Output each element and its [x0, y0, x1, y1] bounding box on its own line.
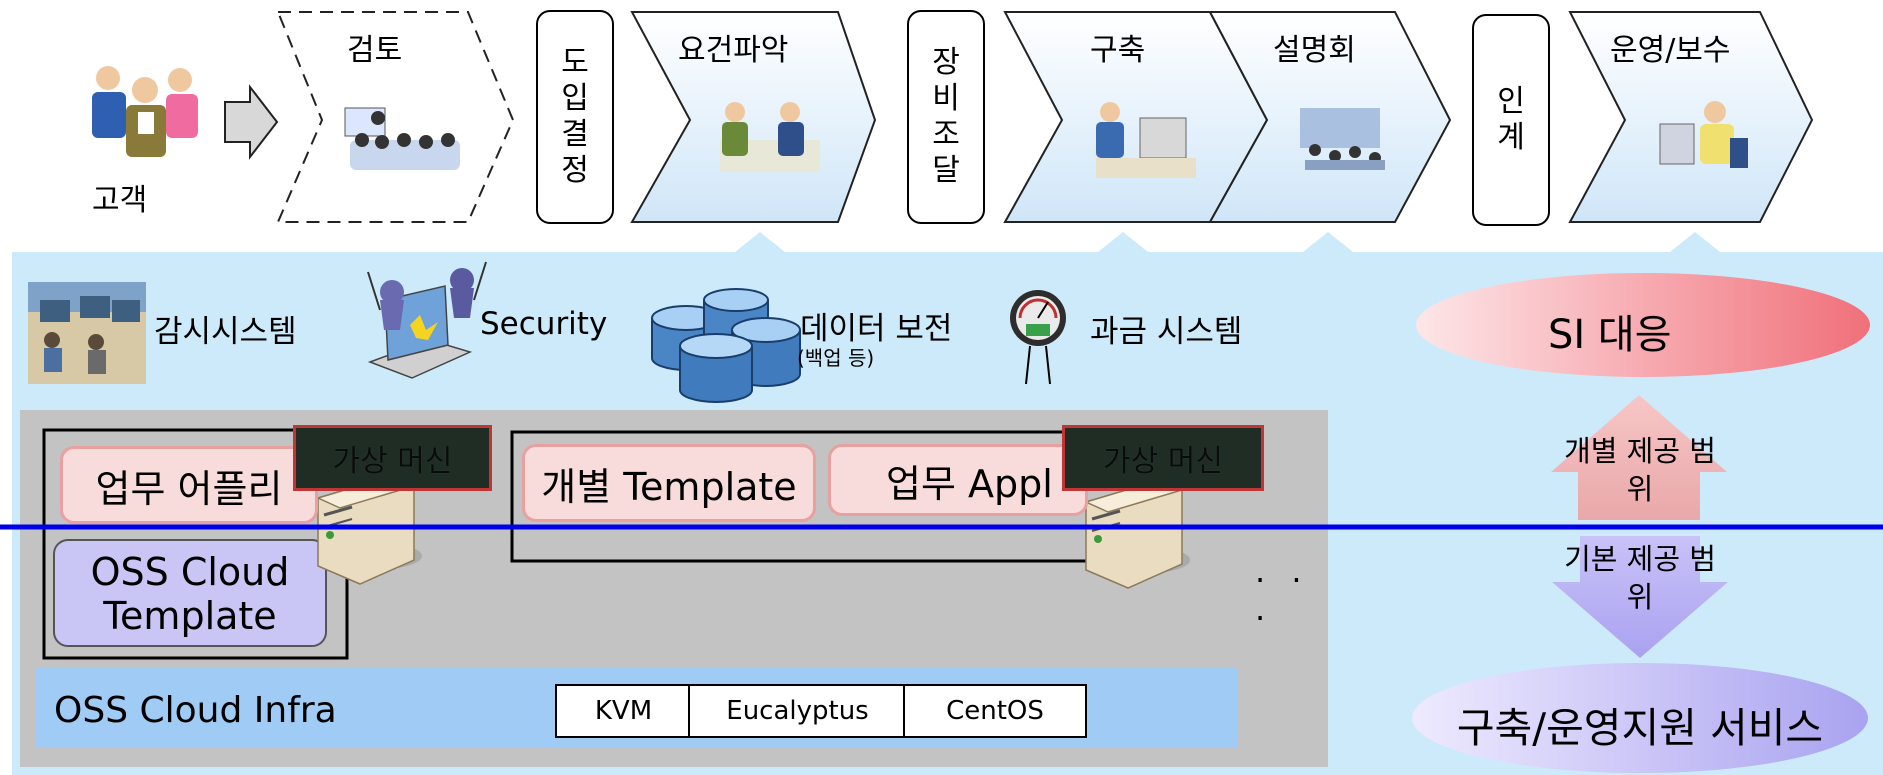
customer-group-icon — [92, 66, 198, 157]
basic-scope-label: 기본 제공 범위 — [1564, 542, 1716, 614]
business-appl-box: 업무 Appl — [828, 444, 1088, 516]
tech-kvm: KVM — [555, 684, 692, 738]
tech-eucalyptus-label: Eucalyptus — [726, 696, 869, 726]
individual-template-box: 개별 Template — [522, 444, 816, 522]
decision-label: 도입결정 — [561, 45, 589, 188]
operation-illustration — [1659, 101, 1748, 168]
requirements-label: 요건파악 — [678, 33, 789, 68]
handover-box: 인계 — [1472, 14, 1550, 226]
procurement-box: 장비조달 — [907, 10, 985, 224]
business-app-label: 업무 어플리 — [95, 466, 283, 511]
vm-label-2: 가상 머신 — [1103, 444, 1223, 479]
build-label: 구축 — [1090, 33, 1146, 68]
infra-label: OSS Cloud Infra — [54, 690, 337, 731]
database-icon — [651, 288, 801, 403]
tech-kvm-label: KVM — [594, 696, 653, 726]
panel-tab-build — [1098, 232, 1148, 252]
panel-tab-operation — [1670, 232, 1720, 252]
operation-label: 운영/보수 — [1610, 33, 1731, 68]
tech-centos-label: CentOS — [946, 696, 1044, 726]
individual-scope-label: 개별 제공 범위 — [1564, 434, 1716, 506]
individual-template-label: 개별 Template — [541, 464, 797, 509]
security-icon — [367, 261, 487, 379]
basic-scope-arrow — [1552, 536, 1728, 658]
panel-tab-requirements — [735, 232, 785, 252]
requirements-illustration — [720, 102, 820, 172]
billing-label: 과금 시스템 — [1090, 314, 1243, 350]
review-label: 검토 — [347, 33, 403, 68]
support-service-label: 구축/운영지원 서비스 — [1456, 704, 1824, 752]
oss-template-label: OSS Cloud Template — [90, 550, 290, 638]
vm-label-1: 가상 머신 — [332, 444, 453, 479]
decision-box: 도입결정 — [536, 10, 614, 224]
briefing-illustration — [1300, 108, 1385, 170]
vm-label-box-2: 가상 머신 — [1062, 425, 1264, 491]
business-appl-label: 업무 Appl — [886, 461, 1053, 506]
handover-label: 인계 — [1497, 84, 1525, 155]
security-label: Security — [480, 306, 608, 342]
monitoring-room-icon — [28, 282, 146, 384]
customer-label: 고객 — [92, 183, 148, 218]
oss-template-box — [53, 539, 327, 647]
si-label: SI 대응 — [1548, 312, 1672, 358]
more-vms-ellipsis: . . . — [1255, 552, 1310, 628]
meeting-illustration — [344, 107, 460, 170]
billing-icon — [1010, 290, 1066, 385]
panel-tab-briefing — [1303, 232, 1353, 252]
business-app-box: 업무 어플리 — [60, 446, 318, 524]
tech-eucalyptus: Eucalyptus — [688, 684, 907, 738]
support-ellipse — [1412, 663, 1868, 773]
build-illustration — [1096, 102, 1196, 178]
data-backup-note: (백업 등) — [797, 346, 875, 370]
briefing-label: 설명회 — [1273, 33, 1356, 68]
monitoring-label: 감시시스템 — [154, 314, 297, 350]
individual-scope-arrow — [1551, 395, 1727, 520]
chevron-operation — [1568, 11, 1814, 223]
si-ellipse — [1416, 273, 1870, 377]
customer-arrow — [224, 84, 279, 160]
procurement-label: 장비조달 — [932, 45, 960, 188]
tech-centos: CentOS — [903, 684, 1087, 738]
data-backup-label: 데이터 보전 — [800, 311, 953, 347]
vm-label-box-1: 가상 머신 — [293, 425, 492, 491]
